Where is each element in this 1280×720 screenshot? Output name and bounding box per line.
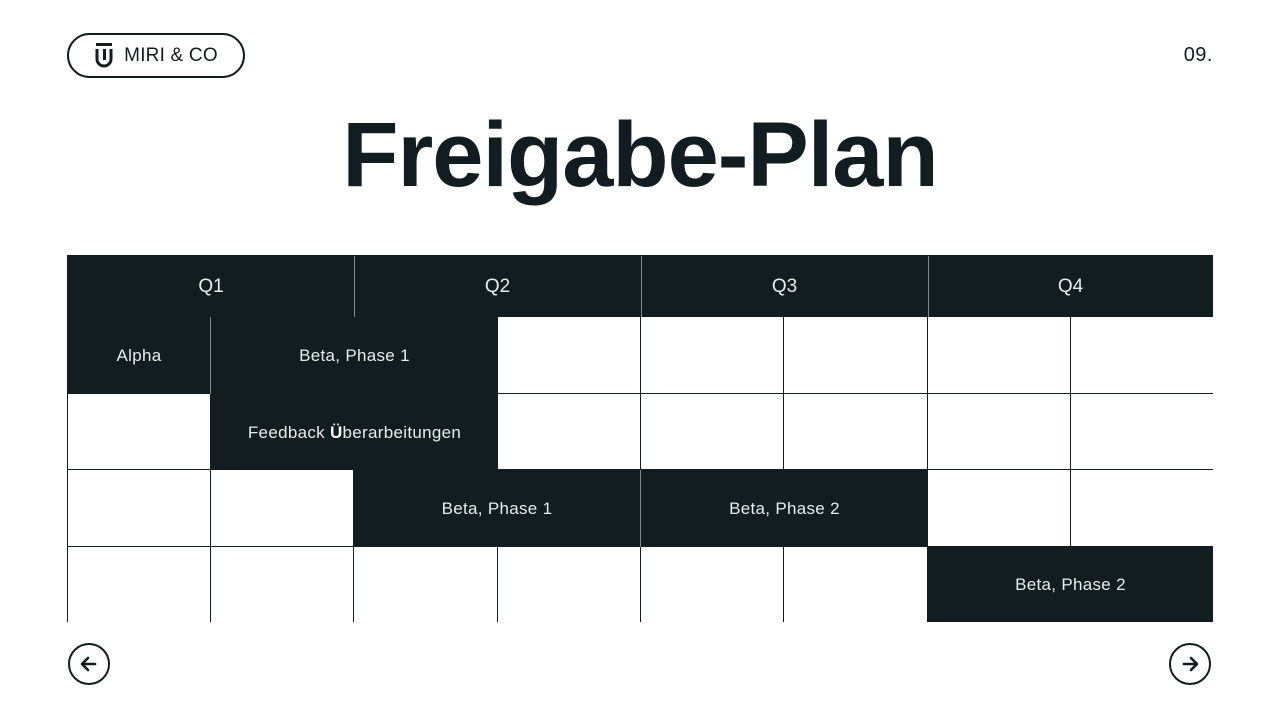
empty-cell xyxy=(211,470,354,547)
quarter-header-q4: Q4 xyxy=(928,256,1213,317)
empty-cell xyxy=(498,317,641,394)
empty-cell xyxy=(784,317,928,394)
empty-cell xyxy=(1071,317,1213,394)
brand-name: MIRI & CO xyxy=(124,44,218,66)
phase-bar-alpha: Alpha xyxy=(68,317,211,394)
release-timeline-grid: Q1 Q2 Q3 Q4 Alpha Beta, Phase 1 Feedback… xyxy=(67,255,1213,622)
empty-cell xyxy=(641,394,784,470)
empty-cell xyxy=(354,547,498,622)
empty-cell xyxy=(928,470,1071,547)
empty-cell xyxy=(1071,470,1213,547)
quarter-header-q1: Q1 xyxy=(68,256,354,317)
feedback-label-prefix: Feedback xyxy=(247,422,330,442)
header-divider xyxy=(354,256,355,317)
previous-slide-button[interactable] xyxy=(68,643,110,685)
arrow-right-icon xyxy=(1182,656,1199,672)
phase-bar-beta-phase-2: Beta, Phase 2 xyxy=(641,470,928,547)
empty-cell xyxy=(211,547,354,622)
phase-bar-beta-phase-2: Beta, Phase 2 xyxy=(928,547,1213,622)
empty-cell xyxy=(784,547,928,622)
header-divider xyxy=(928,256,929,317)
quarter-header-q3: Q3 xyxy=(641,256,928,317)
empty-cell xyxy=(498,394,641,470)
empty-cell xyxy=(68,547,211,622)
empty-cell xyxy=(68,394,211,470)
empty-cell xyxy=(641,317,784,394)
header-divider xyxy=(641,256,642,317)
logo-mark-icon xyxy=(95,42,113,67)
brand-badge: MIRI & CO xyxy=(67,33,245,78)
phase-bar-beta-phase-1: Beta, Phase 1 xyxy=(211,317,498,394)
empty-cell xyxy=(928,317,1071,394)
quarter-header-q2: Q2 xyxy=(354,256,641,317)
empty-cell xyxy=(928,394,1071,470)
feedback-label-bold: Ü xyxy=(329,422,343,442)
empty-cell xyxy=(641,547,784,622)
next-slide-button[interactable] xyxy=(1169,643,1211,685)
page-title: Freigabe-Plan xyxy=(342,104,938,206)
empty-cell xyxy=(498,547,641,622)
empty-cell xyxy=(1071,394,1213,470)
phase-bar-beta-phase-1: Beta, Phase 1 xyxy=(354,470,641,547)
feedback-label-suffix: berarbeitungen xyxy=(342,422,462,442)
empty-cell xyxy=(784,394,928,470)
page-number: 09. xyxy=(1183,44,1213,66)
arrow-left-icon xyxy=(80,656,97,672)
empty-cell xyxy=(68,470,211,547)
